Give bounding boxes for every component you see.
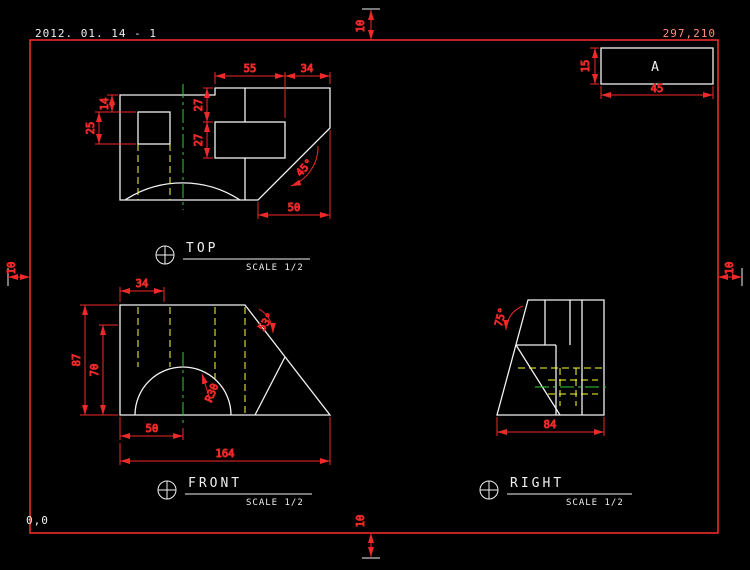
right-view-scale: SCALE 1/2 [566, 498, 624, 508]
detail-a-width-dim-label: 45 [651, 83, 664, 95]
detail-a-rect [600, 47, 714, 85]
top-view-title: TOP SCALE 1/2 [155, 241, 310, 273]
front-view-geometry [119, 304, 332, 416]
right-view-outline [496, 299, 605, 416]
margin-dim-left: 10 [6, 261, 30, 286]
top-dim-14: 14 [99, 98, 111, 111]
detail-a-dims: 15 45 [580, 47, 714, 99]
margin-dim-bottom-label: 10 [355, 515, 367, 528]
top-view-outline [119, 87, 331, 201]
detail-view-a: A 15 45 [580, 47, 714, 99]
top-dim-50: 50 [288, 202, 301, 214]
sheet-border [29, 39, 719, 534]
right-view-dimensions: 75° 84 [492, 305, 605, 436]
front-dim-70: 70 [89, 364, 101, 377]
drawing-border-frame: 10 10 10 10 2012. 01. 14 - 1 297,210 0,0 [6, 8, 743, 559]
front-view-arch-arc [134, 366, 232, 416]
front-dim-34: 34 [136, 278, 149, 290]
top-dim-27a: 27 [193, 99, 205, 112]
detail-a-height-dim-label: 15 [580, 60, 592, 73]
margin-dim-right: 10 [718, 261, 743, 286]
front-dim-50: 50 [146, 423, 159, 435]
right-view-label: RIGHT [510, 476, 564, 491]
front-view-title: FRONT SCALE 1/2 [157, 476, 312, 508]
right-view: 75° 84 RIGHT SCALE 1/2 [479, 299, 632, 508]
right-view-geometry [496, 299, 605, 416]
front-view-outline [119, 304, 332, 416]
top-view-hidden-lines [137, 144, 171, 200]
front-view-label: FRONT [188, 476, 242, 491]
top-view-pocket-large [214, 121, 286, 159]
margin-dim-left-label: 10 [6, 262, 18, 275]
front-dim-87: 87 [71, 354, 83, 367]
top-dim-55: 55 [244, 63, 257, 75]
front-view-chamfer-edge [254, 356, 286, 416]
detail-a-label: A [651, 60, 659, 75]
title-note-text: 2012. 01. 14 - 1 [35, 27, 157, 40]
margin-dim-bottom: 10 [355, 514, 380, 559]
top-view-pocket-small [137, 111, 171, 145]
front-view-hidden-lines [137, 307, 246, 413]
origin-coords-text: 0,0 [26, 514, 49, 527]
right-view-title: RIGHT SCALE 1/2 [479, 476, 632, 508]
top-dim-25: 25 [85, 122, 97, 135]
top-view-label: TOP [186, 241, 218, 256]
front-view-scale: SCALE 1/2 [246, 498, 304, 508]
top-view-scale: SCALE 1/2 [246, 263, 304, 273]
margin-dim-top-label: 10 [355, 20, 367, 33]
right-view-chamfer-edge [515, 344, 561, 416]
margin-dim-right-label: 10 [724, 262, 736, 275]
margin-dim-top: 10 [355, 8, 380, 40]
top-dim-27b: 27 [193, 134, 205, 147]
right-view-hidden-lines [518, 367, 602, 406]
right-dim-84: 84 [544, 419, 557, 431]
paper-coords-text: 297,210 [663, 27, 716, 40]
front-dim-164: 164 [216, 448, 235, 460]
right-dim-angle-75: 75° [493, 307, 510, 328]
top-dim-34: 34 [301, 63, 314, 75]
